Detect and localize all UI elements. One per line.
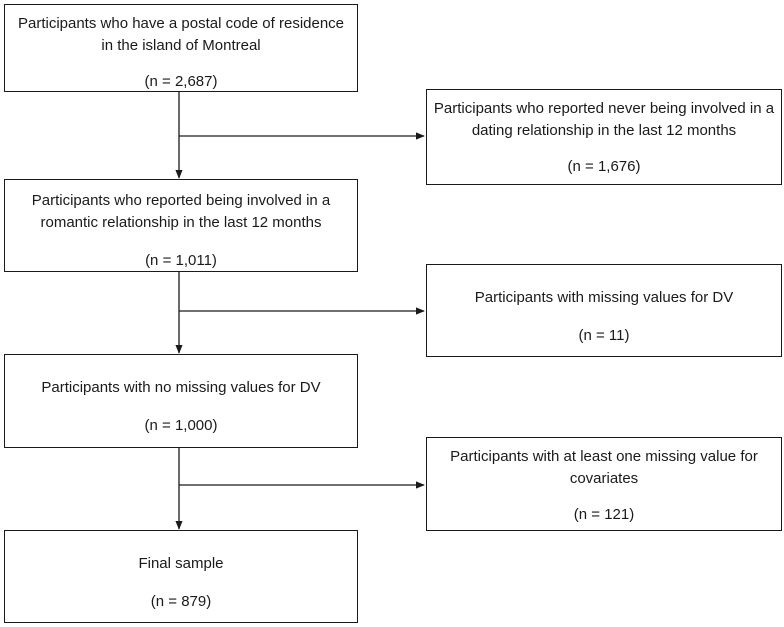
box-label: Participants who reported never being in… (433, 100, 775, 139)
box-label: Final sample (138, 555, 224, 572)
box-count: (n = 2,687) (144, 73, 218, 90)
box-postal-code-montreal: Participants who have a postal code of r… (4, 4, 358, 92)
box-count: (n = 1,000) (144, 417, 218, 434)
box-final-sample: Final sample (n = 879) (4, 530, 358, 623)
box-no-missing-dv: Participants with no missing values for … (4, 354, 358, 448)
box-count: (n = 11) (578, 327, 630, 344)
box-missing-dv-excluded: Participants with missing values for DV … (426, 264, 782, 357)
box-label: Participants who have a postal code of r… (17, 15, 345, 54)
box-missing-covariates-excluded: Participants with at least one missing v… (426, 437, 782, 531)
box-label: Participants with no missing values for … (41, 379, 321, 396)
box-count: (n = 879) (150, 593, 212, 610)
box-label: Participants with at least one missing v… (450, 448, 758, 487)
box-never-dating-excluded: Participants who reported never being in… (426, 89, 782, 185)
box-label: Participants with missing values for DV (474, 289, 734, 306)
box-count: (n = 1,011) (145, 252, 217, 269)
box-label: Participants who reported being involved… (31, 192, 331, 231)
box-romantic-relationship: Participants who reported being involved… (4, 179, 358, 272)
box-count: (n = 121) (573, 506, 635, 523)
box-count: (n = 1,676) (567, 158, 641, 175)
